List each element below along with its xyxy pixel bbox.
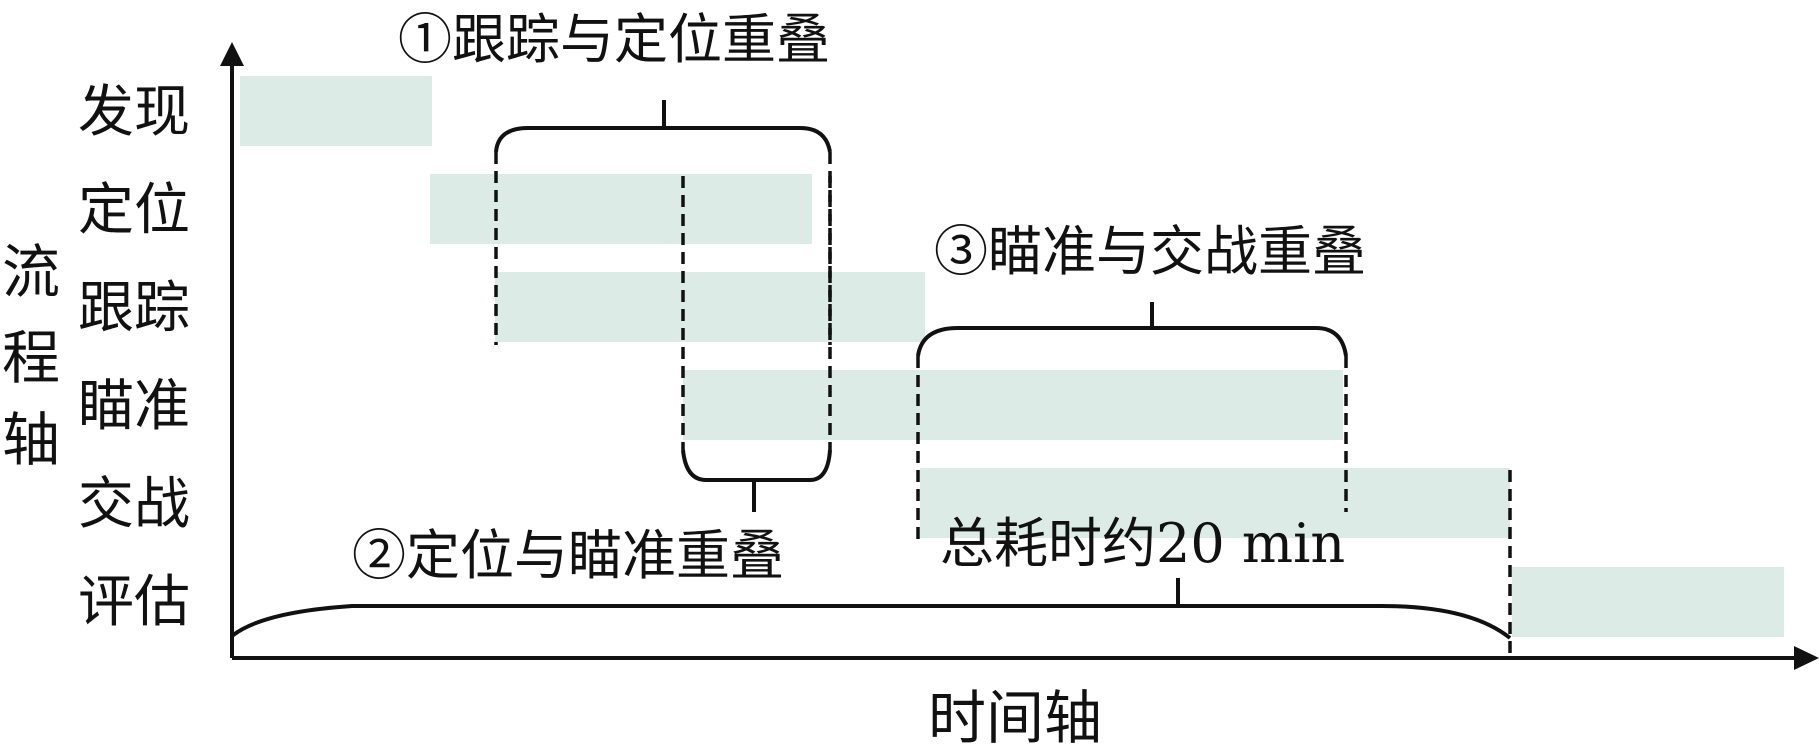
overlap-bracket-aim-engage [916,302,1348,540]
x-axis-title: 时间轴 [928,684,1102,751]
stage-label-aim: 瞄准 [78,374,190,439]
y-axis-title: 流 程 轴 [2,238,60,474]
stage-bar-discover [240,76,432,146]
y-axis-title-char-3: 轴 [2,406,60,474]
y-axis-arrow [220,42,244,66]
stage-label-engage: 交战 [78,472,190,537]
stage-bar-engage [920,468,1510,538]
overlap-bracket-locate-aim [681,176,832,512]
axes [220,42,1819,670]
stage-label-track: 跟踪 [78,276,190,341]
overlap-label-aim-engage: ③瞄准与交战重叠 [934,220,1366,283]
y-axis-title-char-1: 流 [2,238,60,306]
overlap-label-track-locate: ①跟踪与定位重叠 [398,8,830,71]
x-axis-arrow [1794,646,1819,670]
y-axis-title-char-2: 程 [2,324,60,392]
total-time-note: 总耗时约20 min [940,512,1345,575]
stage-bars [240,76,1784,637]
stage-bar-assess [1512,567,1784,637]
overlap-label-locate-aim: ②定位与瞄准重叠 [352,524,784,587]
stage-label-discover: 发现 [78,80,190,145]
stage-label-assess: 评估 [78,570,190,635]
stage-label-locate: 定位 [78,178,190,243]
stage-bar-locate [430,174,812,244]
stage-labels: 发现 定位 跟踪 瞄准 交战 评估 [78,80,190,635]
total-time-bracket [230,470,1512,656]
stage-bar-track [495,272,925,342]
stage-bar-aim [683,370,1343,440]
